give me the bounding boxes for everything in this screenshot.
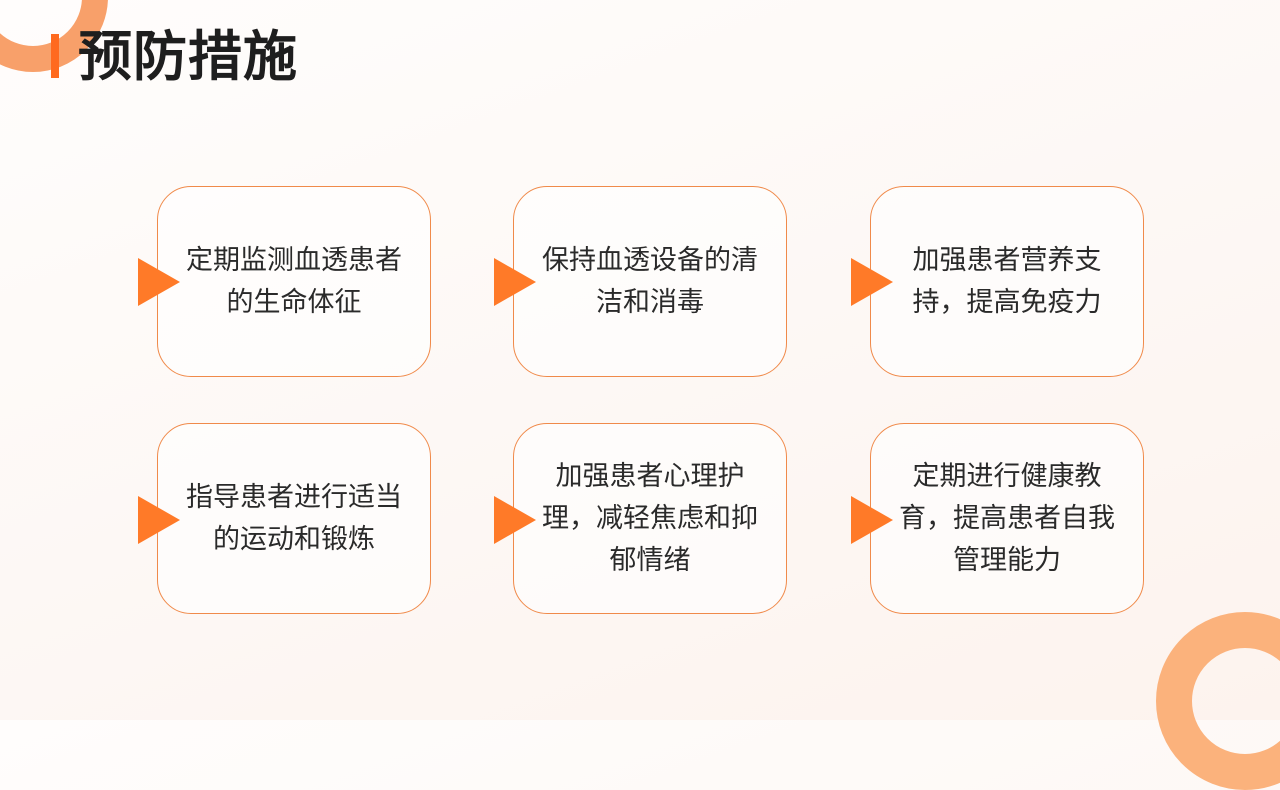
page-title: 预防措施 [78, 25, 298, 88]
title-accent-bar [51, 34, 59, 78]
triangle-marker-icon [851, 258, 893, 306]
triangle-marker-icon [494, 258, 536, 306]
measure-card-6: 定期进行健康教育，提高患者自我管理能力 [870, 423, 1144, 614]
measure-card-2: 保持血透设备的清洁和消毒 [513, 186, 787, 377]
decorative-ring-bottom-right [1156, 612, 1280, 790]
measure-text-5: 加强患者心理护理，减轻焦虑和抑郁情绪 [542, 460, 758, 576]
measure-text-1: 定期监测血透患者的生命体征 [186, 244, 402, 318]
measure-card-3: 加强患者营养支持，提高免疫力 [870, 186, 1144, 377]
measure-text-6: 定期进行健康教育，提高患者自我管理能力 [899, 460, 1115, 576]
measure-card-5: 加强患者心理护理，减轻焦虑和抑郁情绪 [513, 423, 787, 614]
triangle-marker-icon [138, 496, 180, 544]
measure-card-1: 定期监测血透患者的生命体征 [157, 186, 431, 377]
measure-text-2: 保持血透设备的清洁和消毒 [542, 244, 758, 318]
measure-text-3: 加强患者营养支持，提高免疫力 [912, 244, 1102, 318]
triangle-marker-icon [851, 496, 893, 544]
triangle-marker-icon [494, 496, 536, 544]
measure-text-4: 指导患者进行适当的运动和锻炼 [186, 481, 402, 555]
measure-card-4: 指导患者进行适当的运动和锻炼 [157, 423, 431, 614]
triangle-marker-icon [138, 258, 180, 306]
